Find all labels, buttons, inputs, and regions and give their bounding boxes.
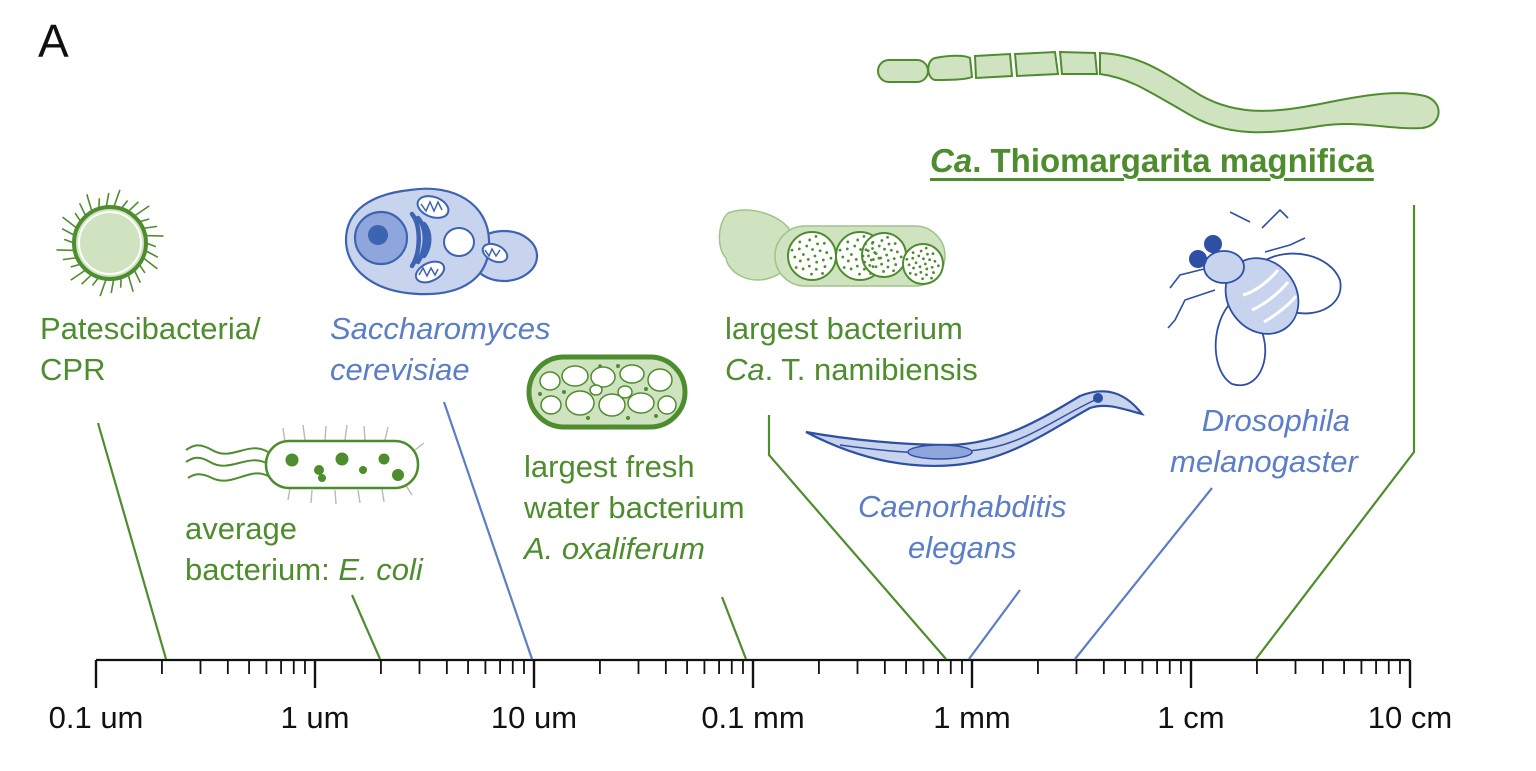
celegans-label-line1: Caenorhabditis [858,489,1067,524]
panel-label: A [38,15,69,67]
connector-celegans [968,589,1021,660]
namibiensis-label-line2-plain: . T. namibiensis [764,352,978,387]
ecoli-cell-icon [185,424,425,505]
magnifica-title-plain: . Thiomargarita magnifica [972,142,1374,179]
cpr-label: Patescibacteria/ CPR [40,308,261,390]
magnifica-title: Ca. Thiomargarita magnifica [930,142,1374,180]
oxaliferum-label: largest fresh water bacterium A. oxalife… [524,446,745,569]
oxaliferum-label-line1: largest fresh [524,449,695,484]
axis-tick-label: 0.1 mm [701,700,805,735]
axis-tick-label: 10 um [490,700,578,735]
namibiensis-label-line1: largest bacterium [725,311,963,346]
cpr-label-line2: CPR [40,352,106,387]
namibiensis-label-line2-italic: Ca [725,352,765,387]
axis-tick-label: 0.1 um [48,700,144,735]
yeast-label-line2: cerevisiae [330,352,470,387]
axis-tick-label: 1 um [280,700,350,735]
oxaliferum-cell-icon [526,354,688,430]
ecoli-label-line2: bacterium: E. coli [185,549,423,590]
cpr-label-line1: Patescibacteria/ [40,311,261,346]
magnifica-title-italic: Ca [930,142,973,179]
axis-tick-label: 10 cm [1367,700,1453,735]
connector-ecoli [350,594,382,660]
namibiensis-label: largest bacterium Ca. T. namibiensis [725,308,978,390]
connector-drosophila [1074,487,1213,660]
yeast-cell-icon [344,187,539,296]
cpr-cell-icon [56,189,164,297]
magnifica-filament-icon [877,50,1440,134]
namibiensis-label-line2: Ca. T. namibiensis [725,349,978,390]
ecoli-label-line1: average [185,511,298,546]
drosophila-label-line1: Drosophila [1201,403,1350,438]
celegans-worm-icon [805,390,1145,468]
connector-yeast [442,401,534,660]
ecoli-label: average bacterium: E. coli [185,508,423,590]
yeast-label: Saccharomyces cerevisiae [330,308,551,390]
drosophila-fly-icon [1167,208,1342,387]
celegans-label-line2: elegans [907,530,1017,565]
axis-ticks [94,660,1412,688]
oxaliferum-label-line3: A. oxaliferum [524,531,705,566]
axis-tick-label: 1 mm [933,700,1011,735]
drosophila-label-line2: melanogaster [1170,444,1358,479]
oxaliferum-label-line2: water bacterium [524,490,745,525]
drosophila-label: Drosophila melanogaster [1170,400,1358,482]
connector-cpr [96,422,168,660]
connector-oxaliferum [720,596,748,660]
namibiensis-cell-icon [718,209,946,287]
axis-tick-label: 1 cm [1157,700,1225,735]
ecoli-label-line2-plain: bacterium: [185,552,339,587]
connector-lines [96,205,1416,660]
ecoli-label-line2-italic: E. coli [338,552,423,587]
connector-namibiensis [767,415,947,660]
celegans-label: Caenorhabditis elegans [858,486,1067,568]
yeast-label-line1: Saccharomyces [330,311,551,346]
connector-magnifica [1255,205,1416,660]
